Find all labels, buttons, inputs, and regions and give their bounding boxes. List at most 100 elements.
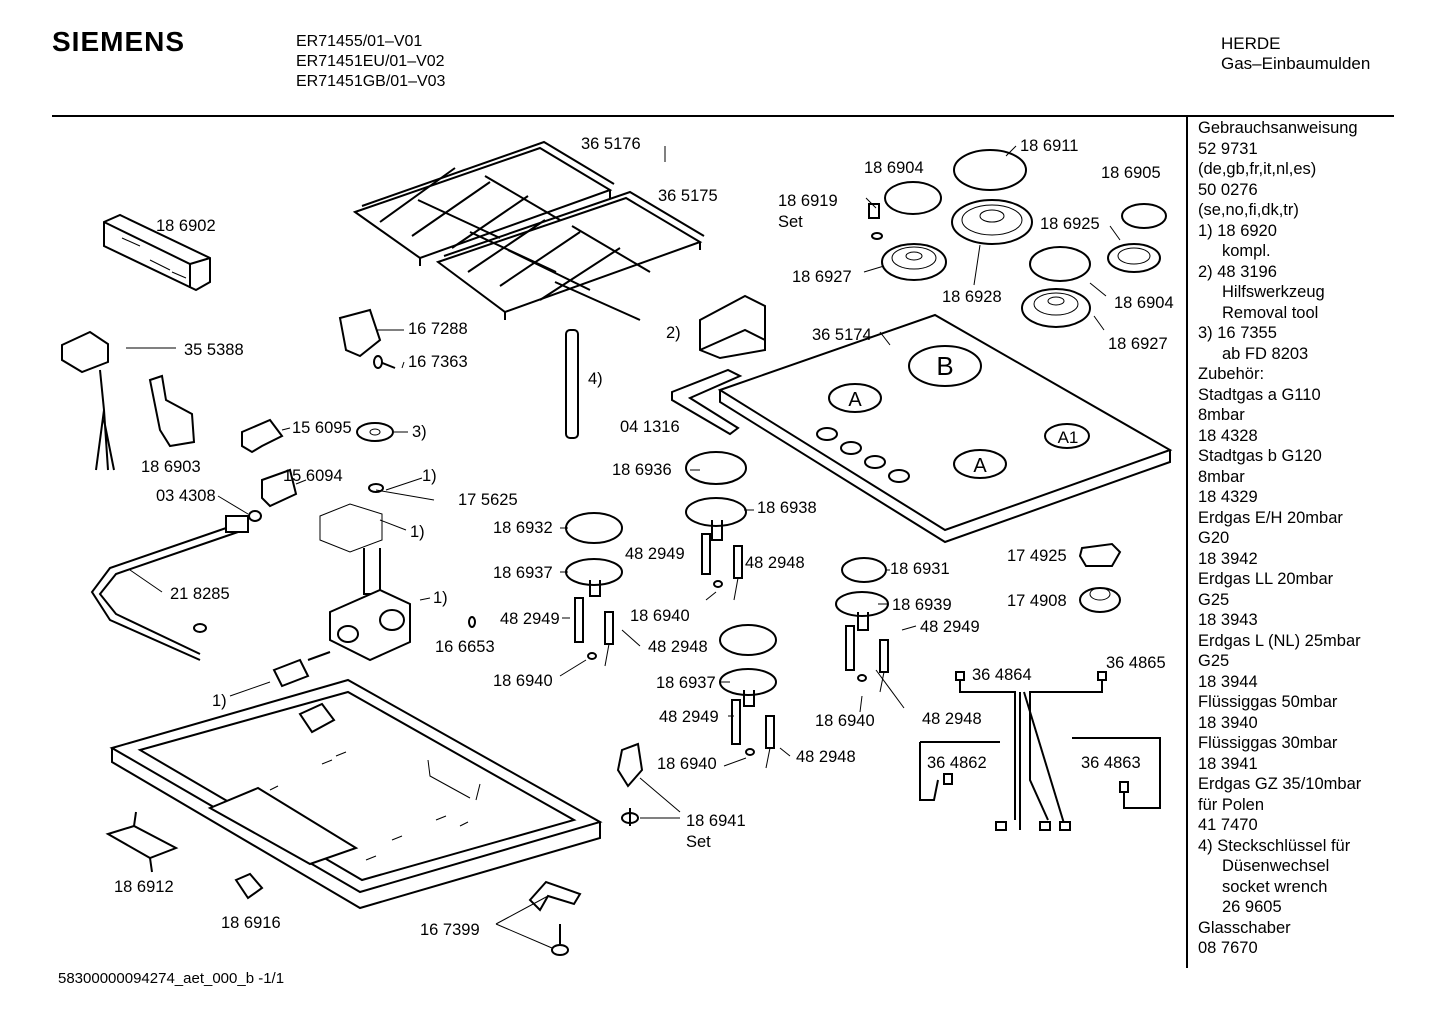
part-label: 18 6927 — [792, 268, 852, 286]
part-label: 1) — [433, 589, 448, 607]
part-label: 18 6940 — [493, 672, 553, 690]
burner-seal-18-6936-b — [719, 624, 777, 656]
pan-support-front — [435, 190, 705, 321]
part-label: 48 2949 — [920, 618, 980, 636]
part-label: 18 6916 — [221, 914, 281, 932]
gas-valve-assembly — [272, 503, 411, 688]
side-note-line: 18 3941 — [1198, 754, 1258, 773]
knob-17-4908 — [1079, 587, 1121, 613]
part-label: 15 6094 — [283, 467, 343, 485]
part-label: 36 4862 — [927, 754, 987, 772]
leader-lines — [126, 145, 1121, 949]
part-label: 04 1316 — [620, 418, 680, 436]
burner-crown-18-6927-right — [1021, 288, 1091, 328]
thermocouple-leads — [919, 671, 1161, 831]
part-label: 3) — [412, 423, 427, 441]
burner-base-18-6937-mid — [719, 668, 777, 707]
part-label: 18 6925 — [1040, 215, 1100, 233]
part-label: 16 7288 — [408, 320, 468, 338]
burner-mark-a: A — [848, 389, 862, 411]
part-label: Set — [778, 213, 803, 231]
burner-crown-18-6927-left — [881, 243, 947, 281]
side-note-line: Flüssiggas 30mbar — [1198, 734, 1338, 752]
part-label: 18 6912 — [114, 878, 174, 896]
side-note-line: 18 3940 — [1198, 713, 1258, 732]
side-note-line: (de,gb,fr,it,nl,es) — [1198, 160, 1317, 178]
part-label: 36 5175 — [658, 187, 718, 205]
part-label: 16 7363 — [408, 353, 468, 371]
part-labels: 18 6902 36 5176 36 5175 18 6904 18 6911 … — [114, 135, 1174, 939]
part-label: 18 6940 — [815, 712, 875, 730]
category-line: HERDE — [1221, 34, 1281, 53]
part-label: 17 4925 — [1007, 547, 1067, 565]
part-label: 2) — [666, 324, 681, 342]
side-note-line: Gebrauchsanweisung — [1198, 119, 1358, 137]
burner-base-18-6939 — [835, 591, 889, 631]
burner-seal-18-6936 — [685, 451, 747, 485]
side-note-line: 8mbar — [1198, 467, 1245, 486]
part-label: 18 6928 — [942, 288, 1002, 306]
power-cord-part — [61, 330, 115, 471]
burner-cap-18-6905 — [1121, 203, 1167, 229]
model-number: ER71455/01–V01 — [296, 33, 423, 50]
side-note-line: Düsenwechsel — [1222, 857, 1330, 875]
side-note-line: 52 9731 — [1198, 139, 1258, 158]
side-column-rule — [1186, 116, 1188, 968]
knob-17-4925 — [1078, 542, 1122, 567]
side-note-line: 4) Steckschlüssel für — [1198, 836, 1351, 855]
side-note-line: G25 — [1198, 652, 1230, 670]
hob-top-plate — [717, 313, 1173, 544]
model-number: ER71451GB/01–V03 — [296, 73, 446, 90]
part-label: 03 4308 — [156, 487, 216, 505]
elbow-fitting-15-6094 — [261, 468, 298, 508]
part-label: 21 8285 — [170, 585, 230, 603]
part-label: 18 6936 — [612, 461, 672, 479]
side-note-line: Removal tool — [1222, 303, 1319, 322]
part-label: 36 4863 — [1081, 754, 1141, 772]
part-label: 36 4864 — [972, 666, 1032, 684]
part-label: 15 6095 — [292, 419, 352, 437]
burner-mark-a1: A1 — [1058, 428, 1079, 447]
side-note-line: kompl. — [1222, 242, 1271, 260]
burner-crown-18-6925 — [1107, 243, 1161, 273]
o-ring-16-6653 — [468, 616, 476, 628]
part-label: 18 6940 — [657, 755, 717, 773]
part-label: 1) — [212, 692, 227, 710]
cable-clamp-part — [338, 308, 396, 369]
part-label: 48 2948 — [745, 554, 805, 572]
part-label: 18 6902 — [156, 217, 216, 235]
side-note-line: für Polen — [1198, 795, 1265, 814]
side-note-line: 41 7470 — [1198, 816, 1258, 834]
part-label: 16 7399 — [420, 921, 480, 939]
category-line: Gas–Einbaumulden — [1221, 54, 1371, 73]
part-label: 17 5625 — [458, 491, 518, 509]
part-label: 16 6653 — [435, 638, 495, 656]
side-note-line: Hilfswerkzeug — [1222, 283, 1325, 301]
side-note-line: Stadtgas a G110 — [1198, 385, 1321, 404]
side-note-line: 08 7670 — [1198, 939, 1258, 957]
side-note-line: Zubehör: — [1198, 365, 1265, 383]
side-note-line: 8mbar — [1198, 406, 1245, 424]
side-note-line: 18 3944 — [1198, 672, 1258, 691]
side-note-line: Erdgas LL 20mbar — [1198, 570, 1334, 588]
burner-base-18-6937-left — [565, 558, 623, 597]
part-label: 18 6941 — [686, 812, 746, 830]
part-label: 18 6931 — [890, 560, 950, 578]
product-category: HERDE Gas–Einbaumulden — [1221, 34, 1370, 74]
burner-cap-18-6904 — [884, 181, 942, 215]
part-label: 48 2948 — [796, 748, 856, 766]
part-label: 18 6932 — [493, 519, 553, 537]
burner-cap-18-6904-right — [1029, 246, 1091, 282]
part-label: 48 2949 — [659, 708, 719, 726]
part-label: 18 6937 — [493, 564, 553, 582]
part-label: 48 2948 — [922, 710, 982, 728]
part-label: 18 6938 — [757, 499, 817, 517]
part-label: 18 6919 — [778, 192, 838, 210]
side-note-line: Erdgas L (NL) 25mbar — [1198, 631, 1361, 650]
side-note-line: Glasschaber — [1198, 918, 1291, 937]
part-label: 17 4908 — [1007, 592, 1067, 610]
side-note-line: 1) 18 6920 — [1198, 221, 1277, 240]
control-bracket-part — [103, 213, 211, 292]
side-note-line: Stadtgas b G120 — [1198, 447, 1322, 465]
side-note-line: 2) 48 3196 — [1198, 262, 1277, 281]
